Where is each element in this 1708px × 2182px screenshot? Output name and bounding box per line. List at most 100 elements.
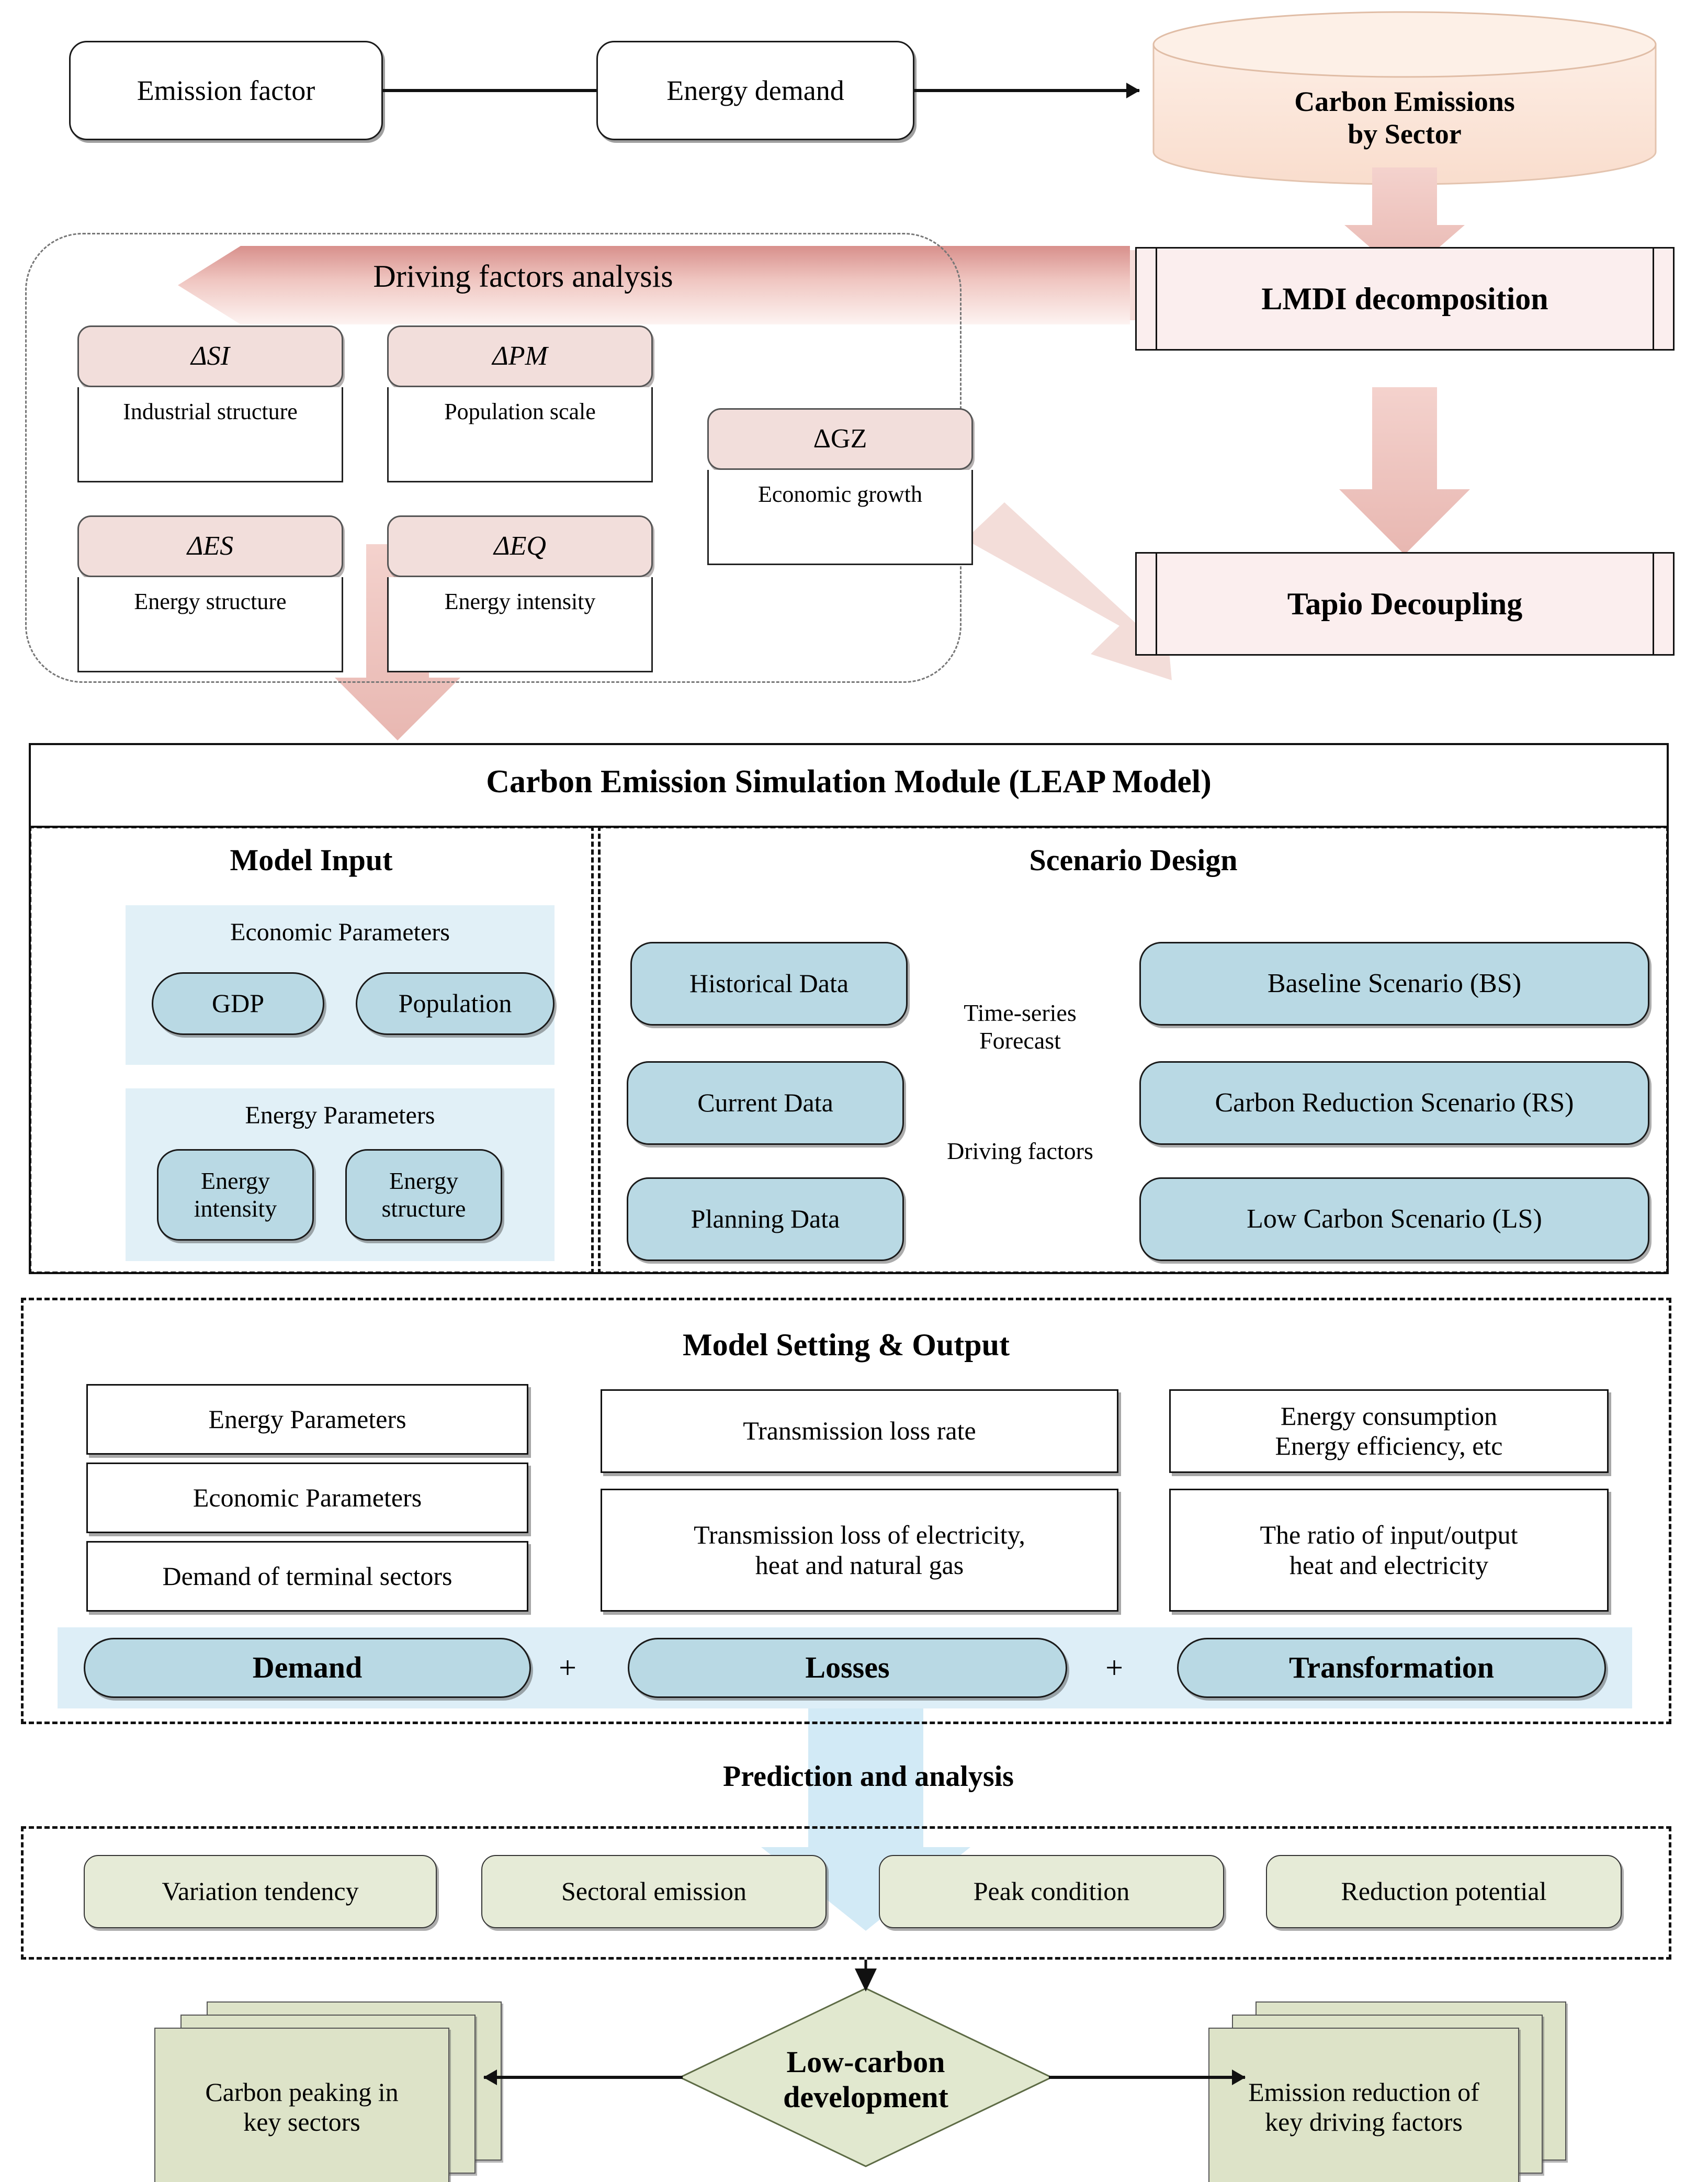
driving-factors-arrow-label: Driving factors xyxy=(947,1137,1093,1164)
scenario-output-baseline[interactable]: Baseline Scenario (BS) xyxy=(1139,942,1649,1026)
equation-term-losses[interactable]: Losses xyxy=(628,1638,1067,1698)
setting-transmission-loss-detail-line1: Transmission loss of electricity, xyxy=(694,1520,1025,1549)
emission-reduction-line1: Emission reduction of xyxy=(1248,2077,1479,2107)
setting-energy-consumption-line2: Energy efficiency, etc xyxy=(1275,1431,1503,1460)
emission-factor-label: Emission factor xyxy=(137,74,315,106)
factor-card-eq[interactable]: ΔEQ Energy intensity xyxy=(387,515,653,672)
emission-reduction-paper-stack[interactable]: Emission reduction of key driving factor… xyxy=(1187,2001,1575,2182)
emission-factor-box[interactable]: Emission factor xyxy=(69,41,383,140)
equation-term-demand[interactable]: Demand xyxy=(84,1638,531,1698)
carbon-peaking-paper-stack[interactable]: Carbon peaking in key sectors xyxy=(128,2001,505,2182)
arrow-lmdi-to-tapio xyxy=(1339,387,1470,555)
model-input-energy-structure[interactable]: Energy structure xyxy=(345,1149,502,1241)
model-input-population[interactable]: Population xyxy=(356,972,555,1035)
model-setting-title-text: Model Setting & Output xyxy=(682,1327,1010,1362)
equation-term-transformation[interactable]: Transformation xyxy=(1177,1638,1606,1698)
economic-parameters-group-label: Economic Parameters xyxy=(230,918,450,947)
model-input-gdp[interactable]: GDP xyxy=(152,972,324,1035)
scenario-output-lowcarbon[interactable]: Low Carbon Scenario (LS) xyxy=(1139,1177,1649,1261)
low-carbon-development-label: Low-carbon development xyxy=(717,2043,1015,2117)
model-setting-title: Model Setting & Output xyxy=(21,1319,1671,1371)
scenario-input-planning[interactable]: Planning Data xyxy=(627,1177,904,1261)
prediction-peak-condition[interactable]: Peak condition xyxy=(879,1855,1224,1928)
factor-card-pm[interactable]: ΔPM Population scale xyxy=(387,325,653,482)
lmdi-decomposition-box[interactable]: LMDI decomposition xyxy=(1135,247,1675,351)
factor-symbol-gz: ΔGZ xyxy=(813,424,867,454)
factor-symbol-gz-head: ΔGZ xyxy=(707,408,973,470)
lmdi-left-rule xyxy=(1156,249,1157,349)
scenario-output-lowcarbon-label: Low Carbon Scenario (LS) xyxy=(1247,1204,1542,1234)
model-input-panel xyxy=(29,826,594,1274)
factor-body-gz: Economic growth xyxy=(707,470,973,565)
setting-energy-parameters[interactable]: Energy Parameters xyxy=(86,1384,528,1455)
scenario-design-title: Scenario Design xyxy=(598,838,1669,883)
carbon-emissions-line2: by Sector xyxy=(1348,118,1462,150)
setting-economic-parameters[interactable]: Economic Parameters xyxy=(86,1463,528,1533)
model-input-title: Model Input xyxy=(29,838,594,883)
setting-demand-terminal-sectors-label: Demand of terminal sectors xyxy=(162,1561,453,1591)
prediction-reduction-potential[interactable]: Reduction potential xyxy=(1266,1855,1622,1928)
carbon-emissions-label: Carbon Emissions by Sector xyxy=(1172,73,1637,162)
factor-card-si[interactable]: ΔSI Industrial structure xyxy=(77,325,343,482)
prediction-and-analysis-text: Prediction and analysis xyxy=(723,1760,1014,1793)
carbon-peaking-line1: Carbon peaking in xyxy=(205,2077,399,2107)
paper-sheet-front-left: Carbon peaking in key sectors xyxy=(154,2028,449,2182)
setting-energy-consumption[interactable]: Energy consumption Energy efficiency, et… xyxy=(1169,1389,1609,1473)
low-carbon-line2: development xyxy=(783,2080,948,2114)
tapio-right-rule xyxy=(1653,554,1654,654)
factor-symbol-eq: ΔEQ xyxy=(494,531,546,561)
factor-symbol-pm: ΔPM xyxy=(492,341,548,372)
factor-symbol-es-head: ΔES xyxy=(77,515,343,577)
prediction-sectoral-emission-label: Sectoral emission xyxy=(561,1876,747,1906)
scenario-design-panel xyxy=(598,826,1669,1274)
setting-transmission-loss-detail-line2: heat and natural gas xyxy=(755,1550,964,1580)
factor-body-si: Industrial structure xyxy=(77,387,343,482)
scenario-input-planning-label: Planning Data xyxy=(691,1204,840,1234)
tapio-left-rule xyxy=(1156,554,1157,654)
connector-emission-to-demand xyxy=(383,89,596,92)
model-setting-panel xyxy=(21,1298,1671,1724)
prediction-variation-tendency[interactable]: Variation tendency xyxy=(84,1855,437,1928)
driving-factors-banner-label: Driving factors analysis xyxy=(293,250,753,302)
scenario-input-current[interactable]: Current Data xyxy=(627,1061,904,1145)
model-input-energy-intensity[interactable]: Energy intensity xyxy=(157,1149,314,1241)
model-input-population-label: Population xyxy=(398,988,512,1018)
driving-factors-banner-text: Driving factors analysis xyxy=(373,258,673,294)
energy-demand-label: Energy demand xyxy=(666,74,844,106)
scenario-output-reduction-label: Carbon Reduction Scenario (RS) xyxy=(1215,1088,1574,1118)
factor-body-eq: Energy intensity xyxy=(387,577,653,672)
leap-module-title-text: Carbon Emission Simulation Module (LEAP … xyxy=(486,764,1212,800)
factor-label-es: Energy structure xyxy=(134,588,287,614)
model-input-energy-intensity-line2: intensity xyxy=(194,1195,277,1222)
scenario-output-baseline-label: Baseline Scenario (BS) xyxy=(1267,969,1522,999)
setting-transmission-loss-rate[interactable]: Transmission loss rate xyxy=(601,1389,1118,1473)
scenario-input-historical-label: Historical Data xyxy=(689,969,849,998)
setting-economic-parameters-label: Economic Parameters xyxy=(193,1482,422,1512)
factor-card-gz[interactable]: ΔGZ Economic growth xyxy=(707,408,973,565)
scenario-input-historical[interactable]: Historical Data xyxy=(630,942,908,1026)
factor-symbol-pm-head: ΔPM xyxy=(387,325,653,387)
prediction-panel xyxy=(21,1826,1671,1960)
prediction-variation-tendency-label: Variation tendency xyxy=(162,1876,359,1906)
factor-card-es[interactable]: ΔES Energy structure xyxy=(77,515,343,672)
setting-transmission-loss-detail[interactable]: Transmission loss of electricity, heat a… xyxy=(601,1489,1118,1612)
connector-prediction-to-diamond xyxy=(855,1960,877,1992)
scenario-design-title-text: Scenario Design xyxy=(1029,843,1238,878)
lmdi-right-rule xyxy=(1653,249,1654,349)
setting-demand-terminal-sectors[interactable]: Demand of terminal sectors xyxy=(86,1541,528,1612)
setting-transmission-loss-rate-label: Transmission loss rate xyxy=(743,1416,976,1446)
tapio-label: Tapio Decoupling xyxy=(1287,586,1523,621)
setting-ratio-input-output[interactable]: The ratio of input/output heat and elect… xyxy=(1169,1489,1609,1612)
prediction-sectoral-emission[interactable]: Sectoral emission xyxy=(481,1855,827,1928)
equation-plus-2: + xyxy=(1105,1650,1123,1685)
model-input-title-text: Model Input xyxy=(230,843,393,878)
energy-demand-box[interactable]: Energy demand xyxy=(596,41,914,140)
lmdi-label: LMDI decomposition xyxy=(1261,281,1548,316)
model-input-energy-structure-line2: structure xyxy=(381,1195,466,1222)
timeseries-forecast-label: Time-series Forecast xyxy=(929,993,1112,1061)
factor-label-eq: Energy intensity xyxy=(444,588,596,614)
tapio-decoupling-box[interactable]: Tapio Decoupling xyxy=(1135,552,1675,656)
scenario-output-reduction[interactable]: Carbon Reduction Scenario (RS) xyxy=(1139,1061,1649,1145)
equation-term-demand-label: Demand xyxy=(252,1650,363,1685)
factor-symbol-si-head: ΔSI xyxy=(77,325,343,387)
